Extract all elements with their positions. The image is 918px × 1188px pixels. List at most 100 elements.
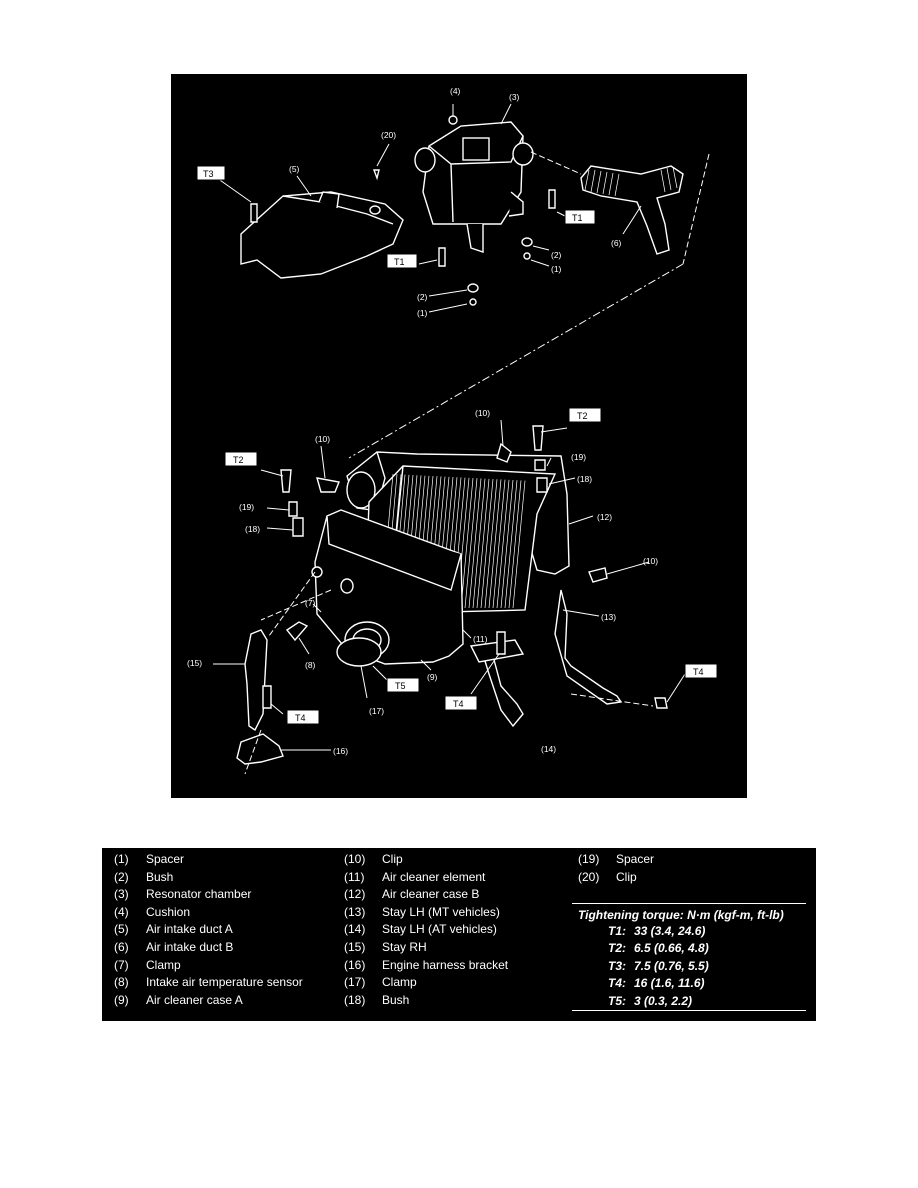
- torque-divider-top: [572, 903, 806, 904]
- tag-t2-left: T2: [224, 451, 258, 467]
- callout-labels: (4) (3) (20) (5) (6) (2) (1) (2) (1) (10…: [187, 86, 658, 756]
- legend-item-number: (9): [114, 992, 129, 1007]
- legend-item-name: Spacer: [616, 852, 655, 866]
- lower-hardware: [262, 425, 668, 709]
- torque-key: T5:: [608, 993, 626, 1008]
- callout-10-right: (10): [643, 556, 658, 566]
- legend-item-name: Engine harness bracket: [382, 957, 509, 972]
- legend-item-number: (1): [114, 852, 129, 866]
- callout-2-upper: (2): [551, 250, 562, 260]
- legend-item-number: (13): [344, 904, 366, 919]
- clamp-part: [336, 637, 382, 667]
- torque-divider-bottom: [572, 1010, 806, 1011]
- filter-pleat: [488, 479, 502, 609]
- callout-14: (14): [541, 744, 556, 754]
- callout-9: (9): [427, 672, 438, 682]
- filter-pleat: [464, 478, 478, 609]
- callout-18-right: (18): [577, 474, 592, 484]
- legend-item-number: (2): [114, 869, 129, 884]
- legend-item-name: Air intake duct B: [146, 940, 234, 954]
- legend-item-name: Clamp: [382, 975, 417, 990]
- filter-pleat: [508, 480, 522, 609]
- filter-pleat: [468, 478, 482, 609]
- legend-item-number: (17): [344, 975, 366, 990]
- filter-pleat: [496, 479, 510, 609]
- callout-16: (16): [333, 746, 348, 756]
- upper-hardware: [250, 115, 556, 306]
- legend-item-number: (7): [114, 957, 129, 972]
- diagram-svg: (4) (3) (20) (5) (6) (2) (1) (2) (1) (10…: [187, 86, 718, 775]
- upper-leader-lines: [216, 103, 710, 459]
- legend-item-number: (6): [114, 940, 129, 954]
- legend-item-number: (18): [344, 992, 366, 1007]
- legend-item-number: (8): [114, 975, 129, 990]
- callout-4: (4): [450, 86, 461, 96]
- callout-7: (7): [305, 598, 316, 608]
- filter-pleat: [480, 478, 494, 609]
- torque-item: T2:6.5 (0.66, 4.8): [578, 940, 709, 957]
- callout-19-left: (19): [239, 502, 254, 512]
- legend-item-number: (19): [578, 852, 600, 866]
- legend-item-number: (5): [114, 922, 129, 937]
- legend-item-number: (12): [344, 887, 366, 902]
- callout-20: (20): [381, 130, 396, 140]
- torque-key: T2:: [608, 941, 626, 956]
- svg-text:T3: T3: [203, 169, 214, 179]
- legend-item-number: (3): [114, 887, 129, 902]
- svg-text:T5: T5: [395, 681, 406, 691]
- torque-value: 33 (3.4, 24.6): [634, 924, 706, 938]
- callout-3: (3): [509, 92, 520, 102]
- legend-item-name: Bush: [382, 992, 410, 1007]
- tag-t1-left: T1: [386, 253, 418, 269]
- tag-t2-right: T2: [568, 407, 602, 423]
- tag-t5: T5: [386, 677, 420, 693]
- legend-item-name: Stay RH: [382, 940, 427, 954]
- air-intake-duct-a-part: [240, 191, 404, 279]
- callout-1-upper: (1): [551, 264, 562, 274]
- torque-item: T4: 16 (1.6, 11.6): [578, 975, 705, 992]
- legend-item-name: Air intake duct A: [146, 922, 233, 937]
- temperature-sensor-part: [285, 621, 309, 642]
- legend-item-name: Clip: [616, 869, 637, 884]
- filter-pleat: [476, 478, 490, 609]
- svg-text:T4: T4: [693, 667, 704, 677]
- svg-text:T2: T2: [233, 455, 244, 465]
- legend-item-number: (11): [344, 869, 365, 884]
- callout-15: (15): [187, 658, 202, 668]
- torque-key: T3:: [608, 958, 626, 973]
- legend-item-name: Bush: [146, 869, 174, 884]
- filter-pleat: [484, 479, 498, 609]
- svg-text:T1: T1: [572, 213, 583, 223]
- tag-t4-left: T4: [286, 709, 320, 725]
- legend-item-name: Clip: [382, 852, 403, 866]
- torque-value: 16 (1.6, 11.6): [634, 976, 705, 991]
- torque-tags: T3 T1 T1 T2 T2 T5 T4 T4: [196, 165, 718, 725]
- legend-item-name: Stay LH (MT vehicles): [382, 904, 500, 919]
- callout-10-top: (10): [475, 408, 490, 418]
- svg-text:T4: T4: [453, 699, 464, 709]
- torque-key: T4:: [608, 976, 626, 991]
- torque-item: T3:7.5 (0.76, 5.5): [578, 958, 709, 975]
- harness-bracket-part: [236, 733, 284, 765]
- air-intake-duct-b-part: [580, 165, 684, 255]
- resonator-chamber-part: [414, 121, 534, 253]
- legend-item-name: Intake air temperature sensor: [146, 975, 303, 990]
- legend-item-name: Air cleaner element: [382, 869, 486, 884]
- legend-item-number: (20): [578, 869, 600, 884]
- legend-item-name: Air cleaner case A: [146, 992, 243, 1007]
- exploded-diagram: (4) (3) (20) (5) (6) (2) (1) (2) (1) (10…: [171, 74, 747, 798]
- callout-19-right: (19): [571, 452, 586, 462]
- torque-key: T1:: [608, 924, 626, 938]
- callout-17: (17): [369, 706, 384, 716]
- legend-item-name: Air cleaner case B: [382, 887, 480, 902]
- legend-item-number: (4): [114, 904, 129, 919]
- callout-1-lower: (1): [417, 308, 428, 318]
- legend-item-number: (14): [344, 922, 366, 937]
- lower-leader-lines: [213, 419, 686, 775]
- legend-item-name: Resonator chamber: [146, 887, 252, 902]
- filter-pleat: [512, 480, 526, 609]
- callout-2-lower: (2): [417, 292, 428, 302]
- filter-pleat: [472, 478, 486, 609]
- callout-6: (6): [611, 238, 622, 248]
- tag-t4-mid: T4: [444, 695, 478, 711]
